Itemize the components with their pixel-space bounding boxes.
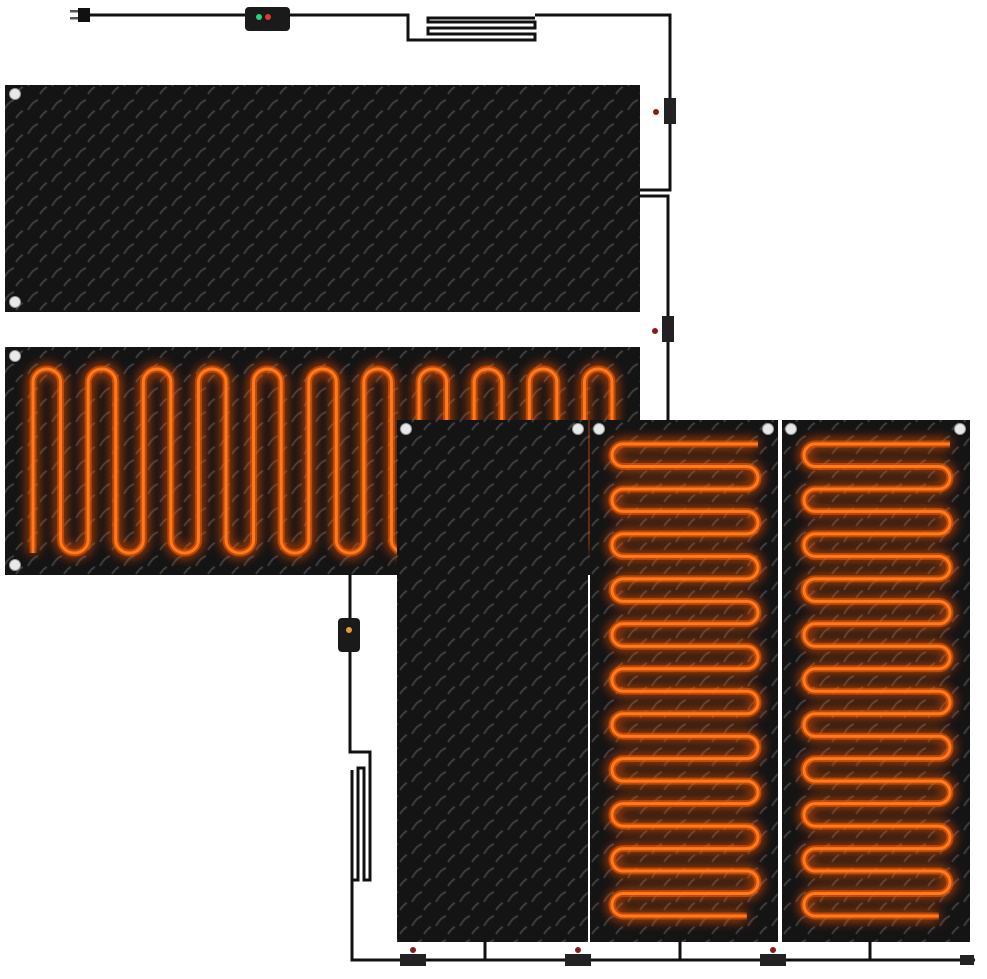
mat-tall-on-1	[590, 420, 778, 942]
connector-icon	[653, 98, 676, 124]
tread-pattern	[782, 420, 970, 942]
mat-tall-off	[397, 420, 588, 942]
grommet-icon	[9, 296, 21, 308]
grommet-icon	[954, 423, 966, 435]
tread-pattern	[397, 420, 588, 942]
power-plug-icon	[70, 8, 90, 22]
branch-cables	[483, 942, 872, 960]
connector-icon	[760, 947, 786, 966]
grommet-icon	[572, 423, 584, 435]
grommet-icon	[9, 559, 21, 571]
heat-coil-bottom	[350, 765, 975, 962]
mat-tall-on-2	[782, 420, 970, 942]
tread-pattern	[590, 420, 778, 942]
grommet-icon	[785, 423, 797, 435]
grommet-icon	[9, 88, 21, 100]
mat-top-off	[5, 85, 640, 312]
grommet-icon	[762, 423, 774, 435]
controller-switch-icon	[338, 618, 360, 652]
connector-icon	[565, 947, 591, 966]
grommet-icon	[593, 423, 605, 435]
grommet-icon	[9, 350, 21, 362]
connector-icon	[960, 955, 974, 965]
connectors	[400, 98, 974, 966]
link-cable-1	[640, 194, 670, 420]
power-cord-top	[90, 13, 425, 42]
connector-icon	[400, 947, 426, 966]
heating-element	[610, 442, 760, 918]
controller-switch-icon	[245, 7, 290, 31]
tread-pattern	[5, 85, 640, 312]
grommet-icon	[400, 423, 412, 435]
connector-icon	[652, 316, 674, 342]
heating-element	[802, 442, 952, 918]
